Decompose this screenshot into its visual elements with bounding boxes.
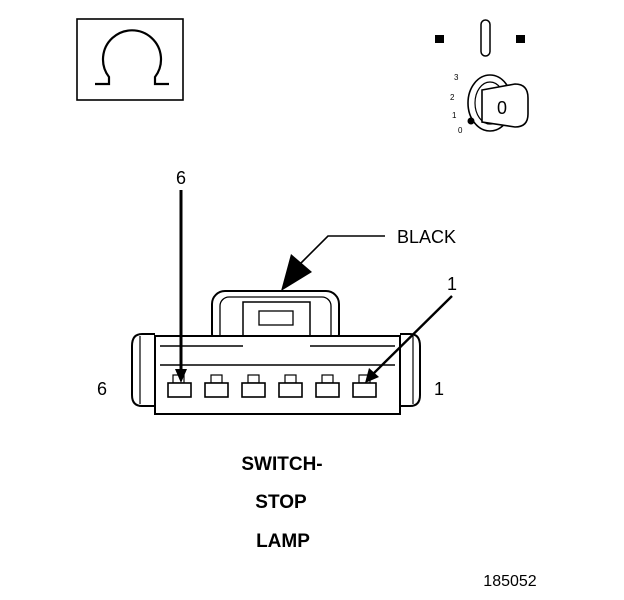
terminal-cavity (315, 374, 340, 398)
indicator-right-square (516, 35, 525, 43)
position-marker-dot (467, 117, 475, 125)
pin-6-callout-label: 6 (176, 168, 186, 188)
indicator-slot (480, 19, 491, 57)
ignition-key-icon: 0 3 2 1 0 (435, 19, 529, 135)
connector-body (131, 290, 421, 415)
ignition-position-1: 1 (452, 111, 457, 120)
pin-1-callout-label: 1 (447, 274, 457, 294)
connector-color-label: BLACK (397, 227, 456, 247)
key-head (481, 83, 529, 128)
ohmmeter-icon: Ω (76, 18, 184, 101)
ignition-position-0: 0 (458, 126, 463, 135)
pin-6-arrow (175, 190, 187, 383)
ignition-position-3: 3 (454, 73, 459, 82)
color-leader-arrow (281, 235, 385, 291)
component-title-line-1: SWITCH- (241, 454, 322, 475)
terminal-cavity (278, 374, 303, 398)
terminal-cavity (352, 374, 377, 398)
connector-left-side-label: 6 (97, 379, 107, 399)
connector-right-side-label: 1 (434, 379, 444, 399)
indicator-left-square (435, 35, 444, 43)
figure-number: 185052 (483, 573, 536, 590)
pin-1-arrow (365, 295, 453, 383)
ignition-position-2: 2 (450, 93, 455, 102)
key-position-label: 0 (497, 98, 507, 118)
component-title-line-3: LAMP (256, 531, 310, 552)
terminal-cavity (204, 374, 229, 398)
component-title-line-2: STOP (255, 492, 307, 513)
terminal-cavity (241, 374, 266, 398)
